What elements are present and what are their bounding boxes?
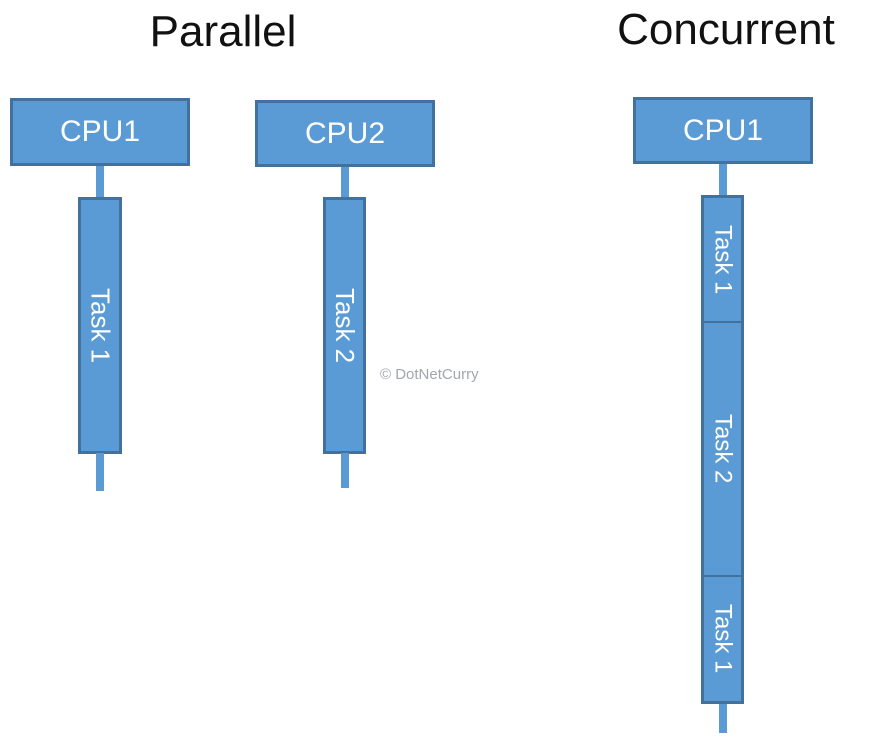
parallel-cpu2-connector [341,167,349,198]
parallel-task2-tail [341,453,349,488]
concurrent-segment2-label: Task 2 [709,413,737,484]
concurrent-task-bar: Task 1 Task 2 Task 1 [701,195,744,704]
concurrent-segment-task2: Task 2 [704,320,741,577]
concurrent-segment3-label: Task 1 [709,604,737,674]
parallel-task2-bar: Task 2 [323,197,366,454]
parallel-cpu1-connector [96,166,104,198]
concurrent-task-tail [719,704,727,733]
concurrent-title: Concurrent [617,5,835,54]
parallel-task1-label: Task 1 [85,287,116,364]
concurrent-segment-task1-first: Task 1 [704,198,741,321]
parallel-task2-label: Task 2 [330,287,360,364]
parallel-task1-bar: Task 1 [78,197,122,454]
parallel-cpu1-label: CPU1 [59,115,141,148]
concurrent-cpu1-label: CPU1 [682,113,764,147]
parallel-cpu1-box: CPU1 [10,98,190,166]
parallel-title: Parallel [149,7,297,56]
parallel-task1-tail [96,453,104,491]
concurrent-cpu1-connector [719,164,727,196]
parallel-cpu2-label: CPU2 [304,116,386,150]
concurrent-cpu1-box: CPU1 [633,97,813,164]
concurrent-segment-task1-second: Task 1 [704,577,741,702]
parallel-cpu2-box: CPU2 [255,100,435,167]
concurrent-segment1-label: Task 1 [709,224,737,294]
watermark: © DotNetCurry [380,366,479,383]
